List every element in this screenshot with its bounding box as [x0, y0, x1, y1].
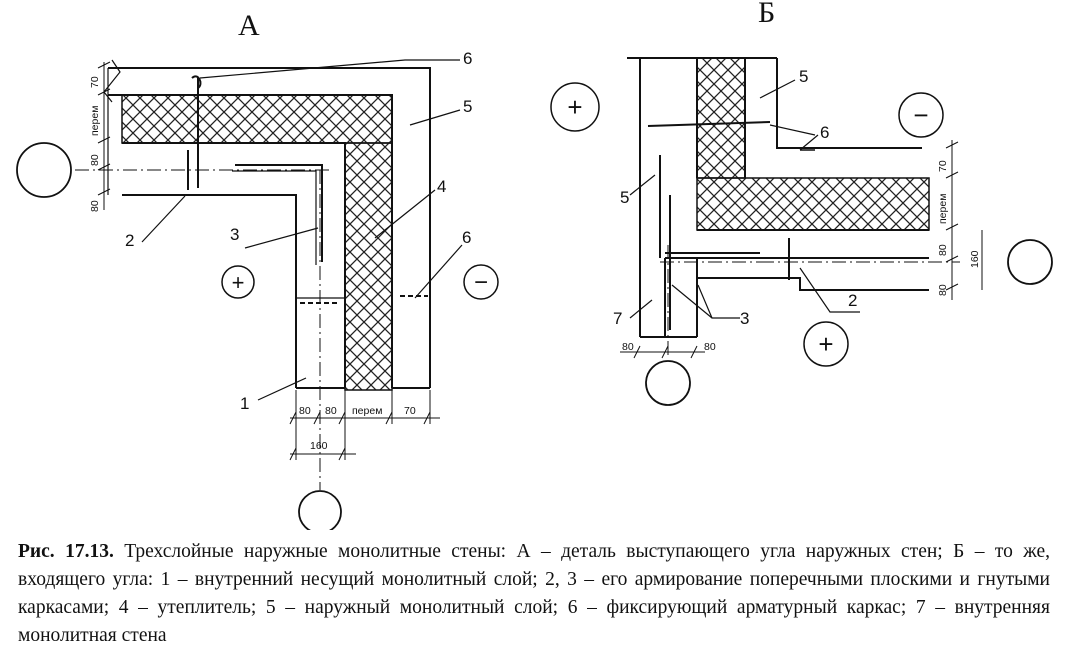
- caption-label: Рис. 17.13.: [18, 541, 114, 562]
- dim-80-bottom-left-b: 80: [622, 341, 634, 353]
- minus-sign-circle-b: [898, 92, 944, 138]
- callout-6-top-a: 6: [463, 49, 472, 68]
- callout-7-b: 7: [613, 309, 622, 328]
- dim-perem-right-b: перем: [937, 194, 949, 224]
- insulation-layer-a: [121, 94, 393, 391]
- dim-80-bottom-right-b: 80: [937, 284, 949, 296]
- minus-sign-a: −: [474, 269, 488, 296]
- callout-6-right-a: 6: [462, 228, 471, 247]
- minus-sign-b: −: [913, 100, 928, 130]
- dim-70-right-b: 70: [937, 160, 949, 172]
- dimension-chain-left-a: [97, 61, 111, 210]
- dim-80-bottom-2-a: 80: [325, 405, 337, 417]
- callout-5-a: 5: [463, 97, 472, 116]
- leader-lines-a: [141, 59, 463, 401]
- minus-sign-circle-a: [463, 264, 499, 300]
- dim-80-bottom-1-a: 80: [299, 405, 311, 417]
- dim-80-top-right-b: 80: [937, 244, 949, 256]
- leader-lines-b: [629, 79, 860, 319]
- panel-a-title: А: [238, 9, 260, 42]
- axis-lines-b: [660, 245, 960, 355]
- callout-3-a: 3: [230, 225, 239, 244]
- callout-1-a: 1: [240, 394, 249, 413]
- insulation-layer-b: [696, 57, 930, 231]
- panel-b: Б: [550, 0, 1053, 406]
- dim-80-bottom-left-a: 80: [89, 200, 101, 212]
- dim-160-right-b: 160: [969, 250, 981, 268]
- axis-marker-left-a: [16, 142, 72, 198]
- dimension-chain-bottom-b: [620, 345, 705, 359]
- inner-walls-b: [639, 58, 929, 338]
- plus-sign-bottom-b: +: [818, 329, 833, 359]
- callout-5-left-b: 5: [620, 188, 629, 207]
- dim-70-bottom-a: 70: [404, 405, 416, 417]
- outer-monolithic-layer-b: [627, 57, 922, 178]
- callout-5-top-b: 5: [799, 67, 808, 86]
- axis-lines-a: [75, 169, 330, 490]
- callout-3-b: 3: [740, 309, 749, 328]
- plus-sign-a: +: [232, 270, 245, 295]
- figure-caption: Рис. 17.13. Трехслойные наружные монолит…: [18, 538, 1050, 650]
- plus-sign-top-b: +: [567, 92, 582, 122]
- dimension-chain-right-b: [945, 140, 983, 300]
- dim-80-bottom-right-b2: 80: [704, 341, 716, 353]
- caption-text: Трехслойные наружные монолитные стены: А…: [18, 541, 1050, 646]
- callout-6-b: 6: [820, 123, 829, 142]
- plus-sign-circle-top-b: [550, 82, 600, 132]
- callout-4-a: 4: [437, 177, 446, 196]
- dimension-chain-bottom-a: [289, 390, 440, 461]
- axis-marker-right-b: [1007, 239, 1053, 285]
- callout-2-b: 2: [848, 291, 857, 310]
- dim-80-top-left-a: 80: [89, 154, 101, 166]
- dim-perem-left-a: перем: [89, 106, 101, 136]
- construction-detail-drawing: А: [16, 0, 1053, 530]
- axis-marker-bottom-b: [645, 360, 691, 406]
- plus-sign-circle-bottom-b: [803, 321, 849, 367]
- plus-sign-circle-a: [221, 265, 255, 299]
- panel-a: А: [16, 9, 499, 530]
- dim-perem-bottom-a: перем: [352, 405, 382, 417]
- axis-marker-bottom-a: [298, 490, 342, 530]
- dim-160-a: 160: [310, 440, 328, 452]
- inner-bearing-layer-a: [122, 142, 346, 389]
- callout-2-a: 2: [125, 231, 134, 250]
- break-lines-a: [103, 59, 121, 195]
- panel-b-title: Б: [758, 0, 775, 29]
- dim-70-left-a: 70: [89, 76, 101, 88]
